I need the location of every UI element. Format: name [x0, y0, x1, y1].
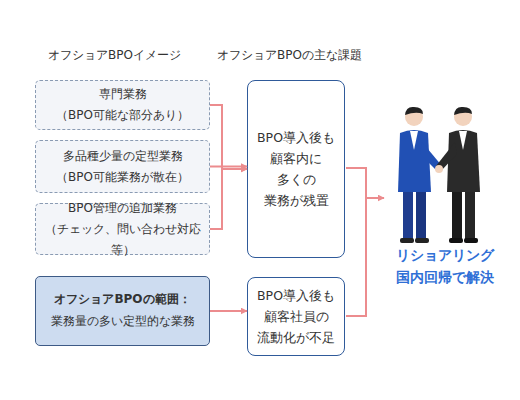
- task-box: 専門業務（BPO可能な部分あり）: [35, 80, 210, 130]
- handshake-illustration: [398, 107, 480, 243]
- issue-box: BPO導入後も 顧客内に 多くの 業務が残置: [247, 80, 345, 258]
- column-heading: オフショアBPOの主な課題: [217, 47, 387, 64]
- flow-arrow: [210, 310, 247, 312]
- box-text: （BPO可能業務が散在）: [56, 167, 189, 188]
- column-heading: オフショアBPOイメージ: [48, 47, 218, 64]
- solution-label: リショアリング 国内回帰で解決: [392, 244, 498, 289]
- flow-arrow: [210, 166, 247, 168]
- box-text: （BPO可能な部分あり）: [56, 105, 189, 126]
- merge-arrow: [346, 168, 384, 316]
- box-text: 専門業務: [99, 84, 147, 105]
- box-text: （チェック、問い合わせ対応等）: [36, 219, 209, 261]
- task-box: 多品種少量の定型業務（BPO可能業務が散在）: [35, 140, 210, 193]
- flow-arrow: [210, 105, 247, 169]
- box-text: BPO導入後も 顧客社員の 流動化が不足: [253, 285, 339, 349]
- box-text: オフショアBPOの範囲：: [54, 289, 190, 311]
- box-text: 業務量の多い定型的な業務: [51, 311, 195, 333]
- scope-box: オフショアBPOの範囲：業務量の多い定型的な業務: [35, 276, 210, 346]
- task-box: BPO管理の追加業務（チェック、問い合わせ対応等）: [35, 203, 210, 255]
- box-text: 多品種少量の定型業務: [63, 146, 183, 167]
- box-text: BPO導入後も 顧客内に 多くの 業務が残置: [253, 127, 339, 212]
- flow-arrow: [210, 169, 247, 229]
- issue-box: BPO導入後も 顧客社員の 流動化が不足: [247, 277, 345, 356]
- box-text: BPO管理の追加業務: [68, 198, 177, 219]
